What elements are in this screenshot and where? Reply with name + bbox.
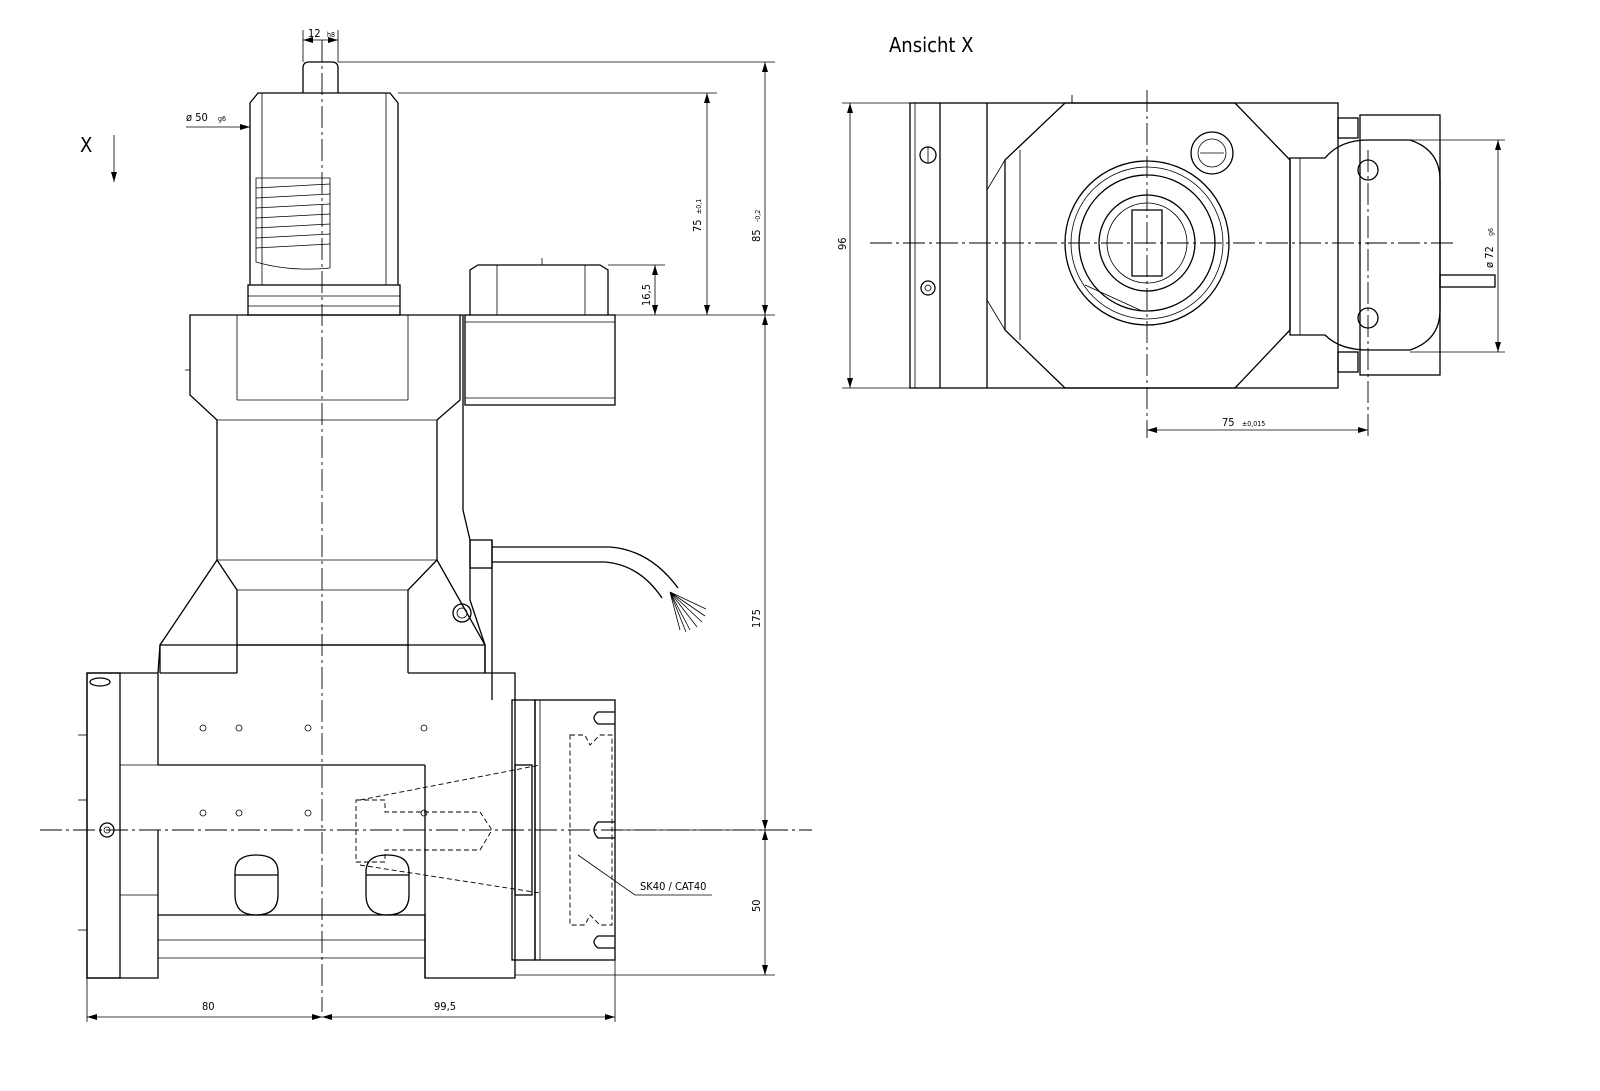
shaft-key (302, 61, 339, 93)
cable (469, 539, 707, 633)
connector (464, 258, 616, 406)
dim-key-width: 12 (308, 27, 321, 40)
dim-height-175: 175 (750, 609, 763, 628)
dim-height-75: 75 (691, 219, 704, 232)
dim-height-75-tol: ±0,1 (695, 199, 703, 214)
dim-width-99-5: 99,5 (434, 1000, 456, 1013)
view-title: Ansicht X (889, 33, 973, 57)
spindle-label: SK40 / CAT40 (640, 880, 706, 893)
dim-view-height-96: 96 (836, 237, 849, 250)
dim-shaft-diameter: ø 50 (186, 111, 208, 124)
dim-flange-diameter: ø 72 (1483, 246, 1496, 268)
side-view: X 12 h8 ø 50 g6 75 ±0,1 85 -0,2 16,5 175 (40, 27, 812, 1022)
collar (247, 284, 401, 316)
view-x: Ansicht X (836, 33, 1505, 438)
dim-height-85: 85 (750, 229, 763, 242)
dim-hole-spacing: 75 (1222, 416, 1235, 429)
housing-upper (189, 314, 461, 646)
shaft-body (249, 92, 399, 285)
hidden-taper (355, 764, 541, 894)
lower-body (86, 644, 516, 979)
dim-shaft-tol: g6 (218, 115, 226, 123)
dim-key-tol: h8 (327, 31, 335, 39)
dim-height-85-tol: -0,2 (754, 210, 762, 222)
flange-cone (159, 559, 486, 673)
dim-height-50: 50 (750, 899, 763, 912)
dim-width-80: 80 (202, 1000, 215, 1013)
view-marker-label: X (80, 133, 92, 157)
mounting-flange (1289, 114, 1496, 376)
dim-flange-tol: g6 (1487, 228, 1495, 236)
dim-hole-spacing-tol: ±0,015 (1242, 420, 1265, 428)
view-x-octagon (1004, 102, 1291, 389)
shaft-thread (255, 177, 331, 270)
dim-connector-height: 16,5 (640, 284, 653, 306)
